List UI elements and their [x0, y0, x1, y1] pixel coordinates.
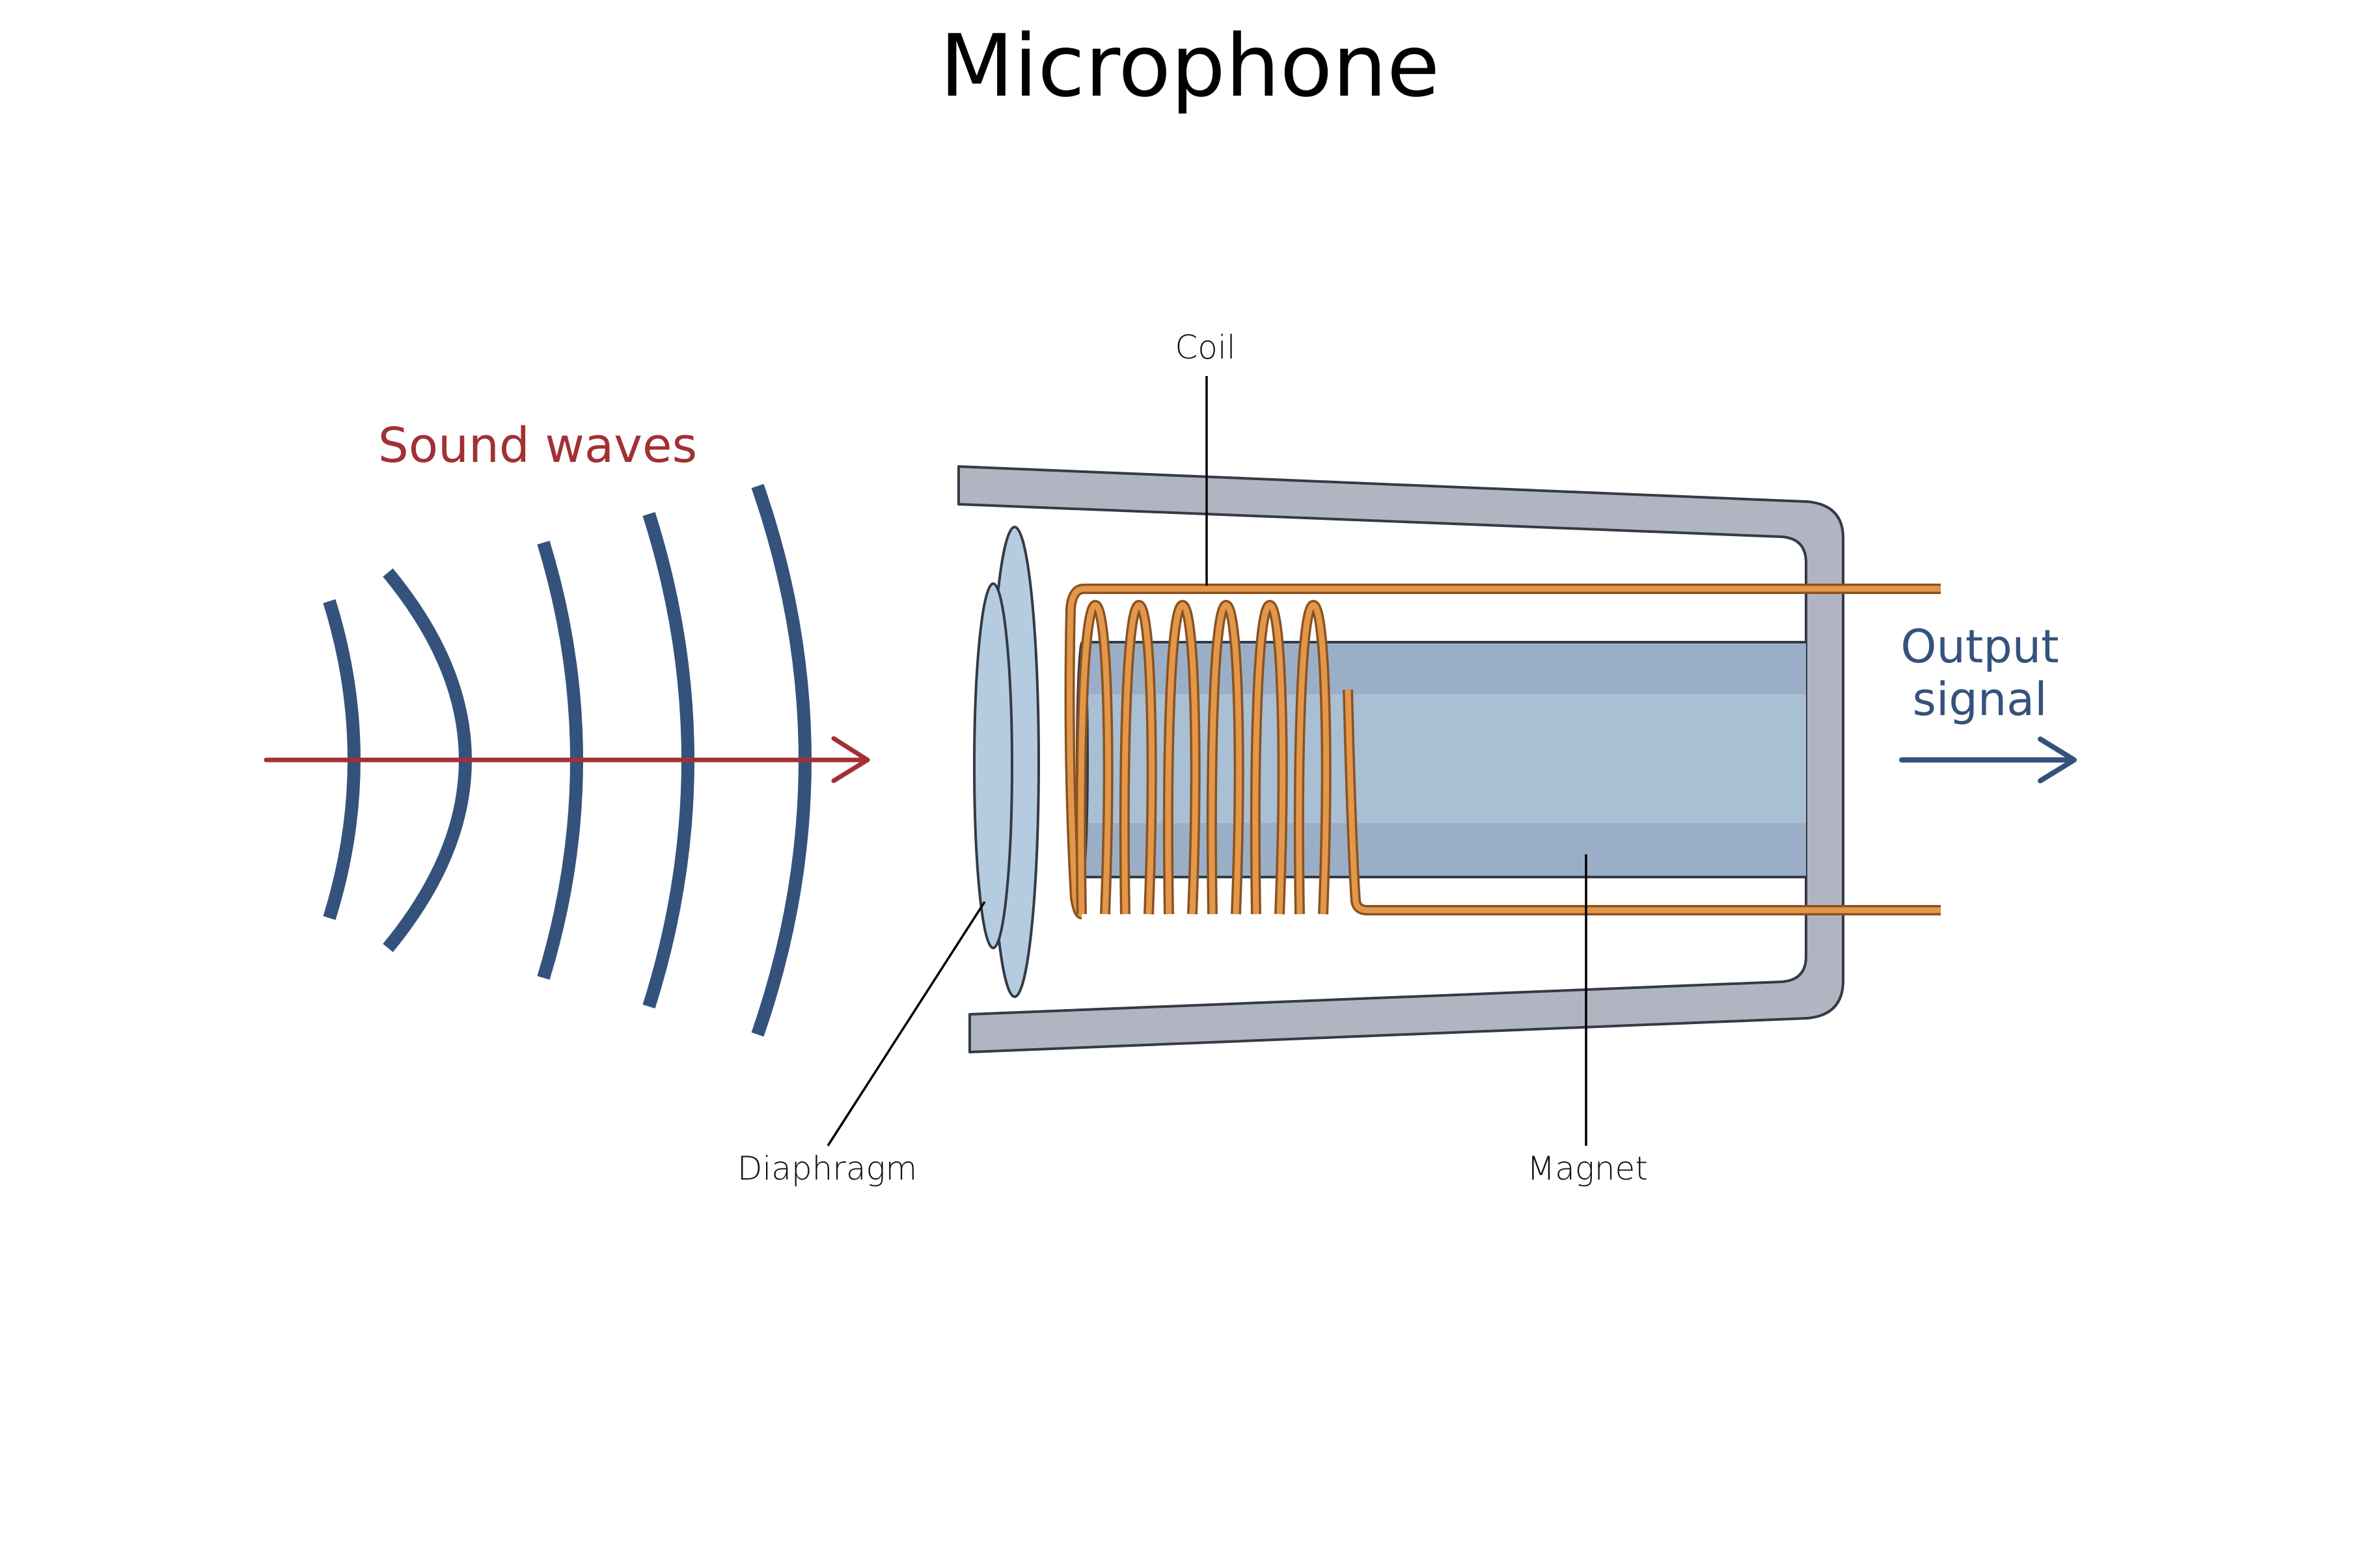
coil-turn [1165, 602, 1199, 915]
coil-bottom-lead [1345, 689, 1941, 913]
sound-arrow-head [831, 736, 870, 783]
leader-lines [827, 376, 1587, 1146]
magnet [1076, 641, 1806, 878]
output-signal-arrow [1899, 737, 2077, 783]
sound-waves-label: Sound waves [378, 418, 697, 474]
diaphragm [973, 526, 1040, 998]
coil-turn [1209, 602, 1242, 915]
coil-turn [1121, 602, 1155, 915]
diaphragm-leader-line [827, 901, 986, 1146]
diaphragm-label: Diaphragm [737, 1150, 917, 1187]
coil-turn [1252, 602, 1286, 915]
coil [1064, 584, 1941, 919]
housing [957, 465, 1844, 1053]
coil-turn [1078, 602, 1112, 915]
coil-top-lead [1067, 586, 1941, 917]
diagram-title: Microphone [940, 16, 1440, 116]
magnet-highlight [1082, 694, 1806, 823]
output-arrow-head [2038, 737, 2077, 783]
diaphragm-inner [973, 582, 1013, 949]
sound-direction-arrow [264, 736, 870, 783]
output-signal-label-line1: Output [1900, 620, 2059, 673]
coil-label: Coil [1175, 329, 1235, 366]
magnet-label: Magnet [1527, 1150, 1648, 1187]
coil-turn [1296, 602, 1330, 915]
output-signal-label-line2: signal [1912, 673, 2047, 726]
